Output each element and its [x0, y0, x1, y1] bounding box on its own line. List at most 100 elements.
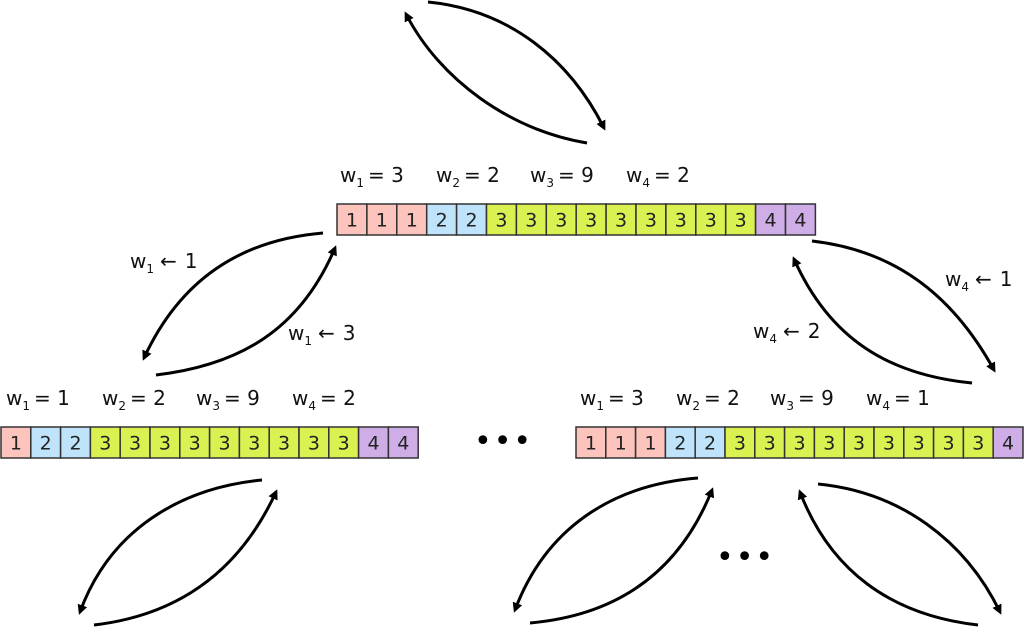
cell-box — [575, 203, 607, 236]
transition-label-root-to-right: w4←1 — [945, 267, 1013, 294]
array-cell: 4 — [784, 203, 817, 236]
array-cell: 1 — [634, 426, 667, 459]
array-cell: 2 — [664, 426, 696, 459]
cell-box — [0, 426, 32, 459]
weight-label: w4= 1 — [866, 386, 930, 413]
cell-value: 3 — [585, 210, 597, 232]
cell-value: 2 — [704, 433, 716, 455]
weight-label: w3= 9 — [196, 386, 260, 413]
array-cell: 3 — [328, 426, 360, 459]
array-cell: 3 — [873, 426, 905, 459]
cell-value: 2 — [69, 433, 81, 455]
cell-value: 3 — [189, 433, 201, 455]
cell-value: 4 — [794, 210, 806, 232]
transition-label-root-to-left: w1←1 — [130, 249, 198, 276]
array-cell: 3 — [485, 203, 518, 236]
cell-value: 3 — [159, 433, 171, 455]
weight-label: w1= 3 — [580, 386, 644, 413]
cell-value: 3 — [99, 433, 111, 455]
arrow-left-to-root — [155, 245, 337, 377]
cell-value: 3 — [883, 433, 895, 455]
cell-value: 1 — [346, 210, 358, 232]
cell-value: 4 — [765, 210, 777, 232]
cell-box — [664, 426, 696, 459]
cell-value: 3 — [913, 433, 925, 455]
weight-label: w4= 2 — [626, 163, 690, 190]
cell-box — [665, 203, 697, 236]
array-cell: 4 — [992, 426, 1024, 459]
array-cell: 3 — [298, 426, 330, 459]
array-cell: 3 — [695, 203, 727, 236]
cell-box — [754, 426, 786, 459]
cell-value: 4 — [367, 433, 379, 455]
array-cell: 3 — [783, 426, 816, 459]
array-cell: 3 — [545, 203, 577, 236]
cell-value: 3 — [764, 433, 776, 455]
array-cell: 1 — [336, 203, 368, 236]
cell-box — [357, 426, 390, 459]
array-cell: 2 — [425, 203, 458, 236]
array-cell: 1 — [0, 426, 32, 459]
cell-value: 3 — [555, 210, 567, 232]
cell-box — [903, 426, 935, 459]
array-cell: 2 — [455, 203, 488, 236]
cell-value: 3 — [734, 433, 746, 455]
cell-value: 3 — [525, 210, 537, 232]
array-cell: 3 — [635, 203, 667, 236]
array-cell: 3 — [605, 203, 637, 236]
arrow-rightchild-left-up — [529, 487, 715, 625]
weight-label: w1= 3 — [340, 163, 404, 190]
array-cell: 3 — [665, 203, 697, 236]
cell-box — [328, 426, 360, 459]
cell-box — [783, 426, 816, 459]
cell-value: 3 — [129, 433, 141, 455]
cell-value: 1 — [10, 433, 22, 455]
cell-box — [694, 426, 726, 459]
arrow-root-to-left — [142, 231, 324, 361]
cell-value: 3 — [853, 433, 865, 455]
cell-value: 3 — [972, 433, 984, 455]
array-cell: 1 — [575, 426, 607, 459]
array-cell: 3 — [268, 426, 300, 459]
cell-value: 3 — [218, 433, 230, 455]
ellipsis-grandchildren: ••• — [716, 540, 775, 575]
cell-value: 1 — [615, 433, 627, 455]
array-cell: 2 — [30, 426, 62, 459]
array-cell: 1 — [366, 203, 398, 236]
cell-value: 1 — [585, 433, 597, 455]
cell-box — [366, 203, 398, 236]
arrow-right-to-root — [792, 256, 973, 385]
array-cell: 3 — [903, 426, 935, 459]
cell-box — [784, 203, 817, 236]
transition-label-right-to-root: w4←2 — [753, 319, 821, 346]
cell-box — [336, 203, 368, 236]
arrow-left-up — [93, 489, 278, 627]
cell-box — [387, 426, 419, 459]
cell-value: 3 — [645, 210, 657, 232]
weight-label: w1= 1 — [6, 386, 70, 413]
array-cell: 4 — [387, 426, 419, 459]
cell-value: 3 — [823, 433, 835, 455]
cell-value: 3 — [735, 210, 747, 232]
arrow-rightchild-right-down — [817, 482, 1002, 615]
cell-value: 3 — [942, 433, 954, 455]
array-cell: 3 — [119, 426, 151, 459]
cell-box — [59, 426, 92, 459]
transition-label-left-to-root: w1←3 — [288, 321, 356, 348]
cell-box — [873, 426, 905, 459]
array-cell: 3 — [724, 426, 756, 459]
arrow-rightchild-right-up — [797, 489, 979, 627]
array-cell: 3 — [179, 426, 211, 459]
array-cell: 3 — [208, 426, 241, 459]
array-cell: 3 — [575, 203, 607, 236]
cell-box — [179, 426, 211, 459]
array-cell: 3 — [515, 203, 548, 236]
cell-box — [605, 203, 637, 236]
weight-label: w3= 9 — [530, 163, 594, 190]
